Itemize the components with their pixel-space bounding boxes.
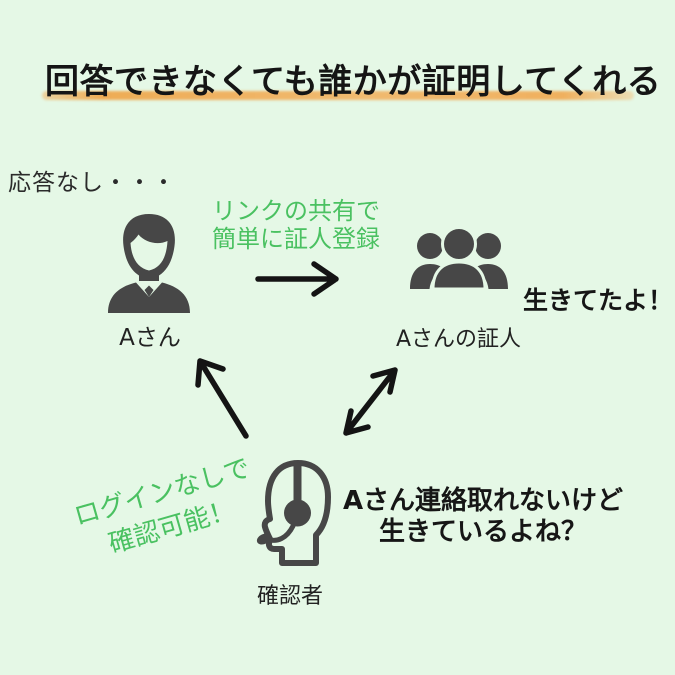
no-response-note: 応答なし・・・ — [8, 170, 176, 196]
share-link-note-line1: リンクの共有で — [212, 197, 380, 225]
person-a-icon — [108, 214, 190, 313]
arrow-up-left-icon — [195, 358, 249, 439]
witnesses-shout: 生きてたよ！ — [523, 286, 674, 315]
witnesses-group-icon — [410, 226, 508, 291]
title-marker-underline — [42, 91, 634, 100]
share-link-note-line2: 簡単に証人登録 — [212, 225, 380, 253]
confirmer-question-line1: Aさん連絡取れないけど — [342, 486, 624, 516]
confirmer-headset-icon — [256, 460, 331, 566]
arrow-double-icon — [343, 367, 398, 436]
confirmer-question-line2: 生きているよね？ — [378, 517, 587, 547]
share-link-note: リンクの共有で 簡単に証人登録 — [181, 197, 411, 253]
arrow-right-icon — [255, 261, 339, 297]
confirmer-label: 確認者 — [256, 584, 323, 609]
person-a-face-cutout — [130, 234, 168, 271]
witnesses-label: Aさんの証人 — [396, 327, 522, 352]
page-title: 回答できなくても誰かが証明してくれる — [45, 62, 662, 102]
confirmer-question: Aさん連絡取れないけど 生きているよね？ — [332, 486, 634, 548]
person-a-label: Aさん — [119, 325, 181, 351]
login-free-note: ログインなしで 確認可能！ — [56, 446, 278, 573]
